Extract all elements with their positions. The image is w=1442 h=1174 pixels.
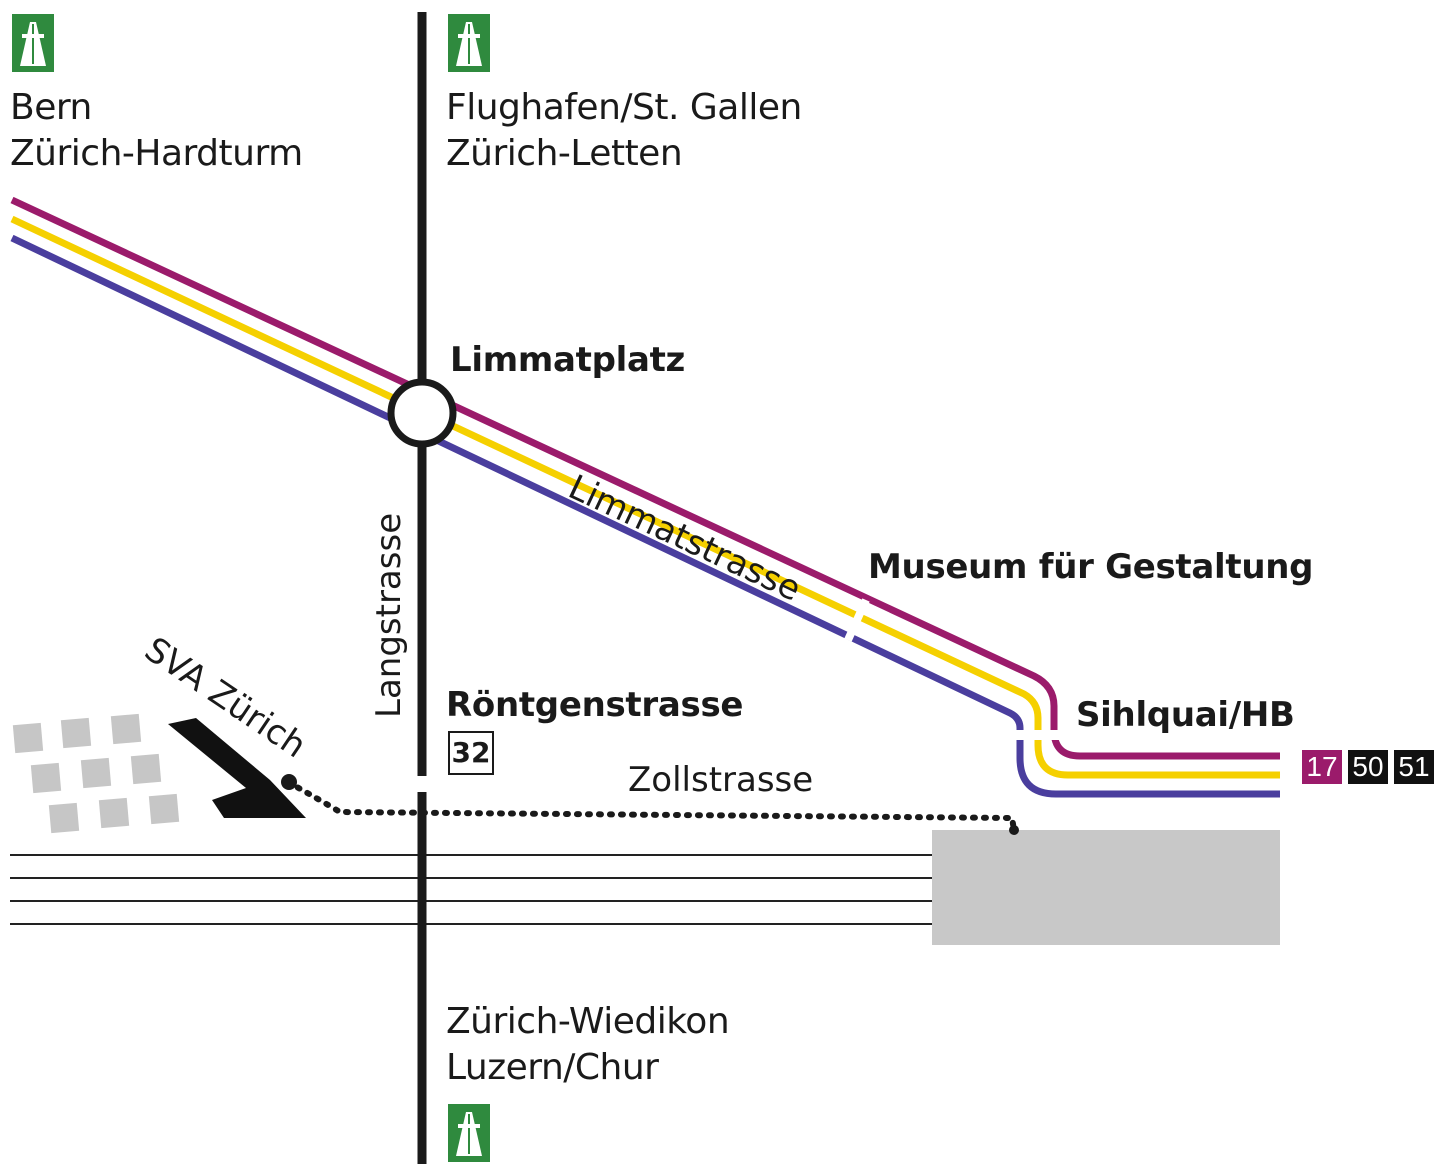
walking-route [281,774,1019,835]
limmatplatz-station [387,378,457,448]
motorway-sign-icon [448,14,490,72]
sva-building-icon [168,718,306,818]
destination-wiedikon: Zürich-Wiedikon [446,1001,730,1042]
street-langstrasse: Langstrasse [369,512,409,718]
stop-sihlquai: Sihlquai/HB [1076,695,1295,735]
motorway-sign-icon [12,14,54,72]
street-zollstrasse: Zollstrasse [628,760,814,800]
destination-letten: Zürich-Letten [446,133,683,174]
railway-tracks [10,854,935,925]
destination-bern: Bern [10,87,92,128]
main-station-block [932,830,1280,945]
tram-line-purple [10,196,1280,760]
line-badge-51: 51 [1394,750,1434,784]
stop-roentgenstrasse: Röntgenstrasse [446,685,744,725]
sva-buildings [12,713,180,834]
line-badge-17: 17 [1302,750,1342,784]
destination-luzern: Luzern/Chur [446,1047,659,1088]
stop-limmatplatz: Limmatplatz [450,340,686,380]
line-badge-50: 50 [1348,750,1388,784]
museum-stop-gap [844,598,870,642]
stop-museum: Museum für Gestaltung [868,547,1314,587]
motorway-sign-icon [448,1104,490,1162]
bus-stop-number: 32 [448,731,494,775]
destination-flughafen: Flughafen/St. Gallen [446,87,802,128]
destination-hardturm: Zürich-Hardturm [10,133,303,174]
tram-line-blue [10,234,1280,798]
